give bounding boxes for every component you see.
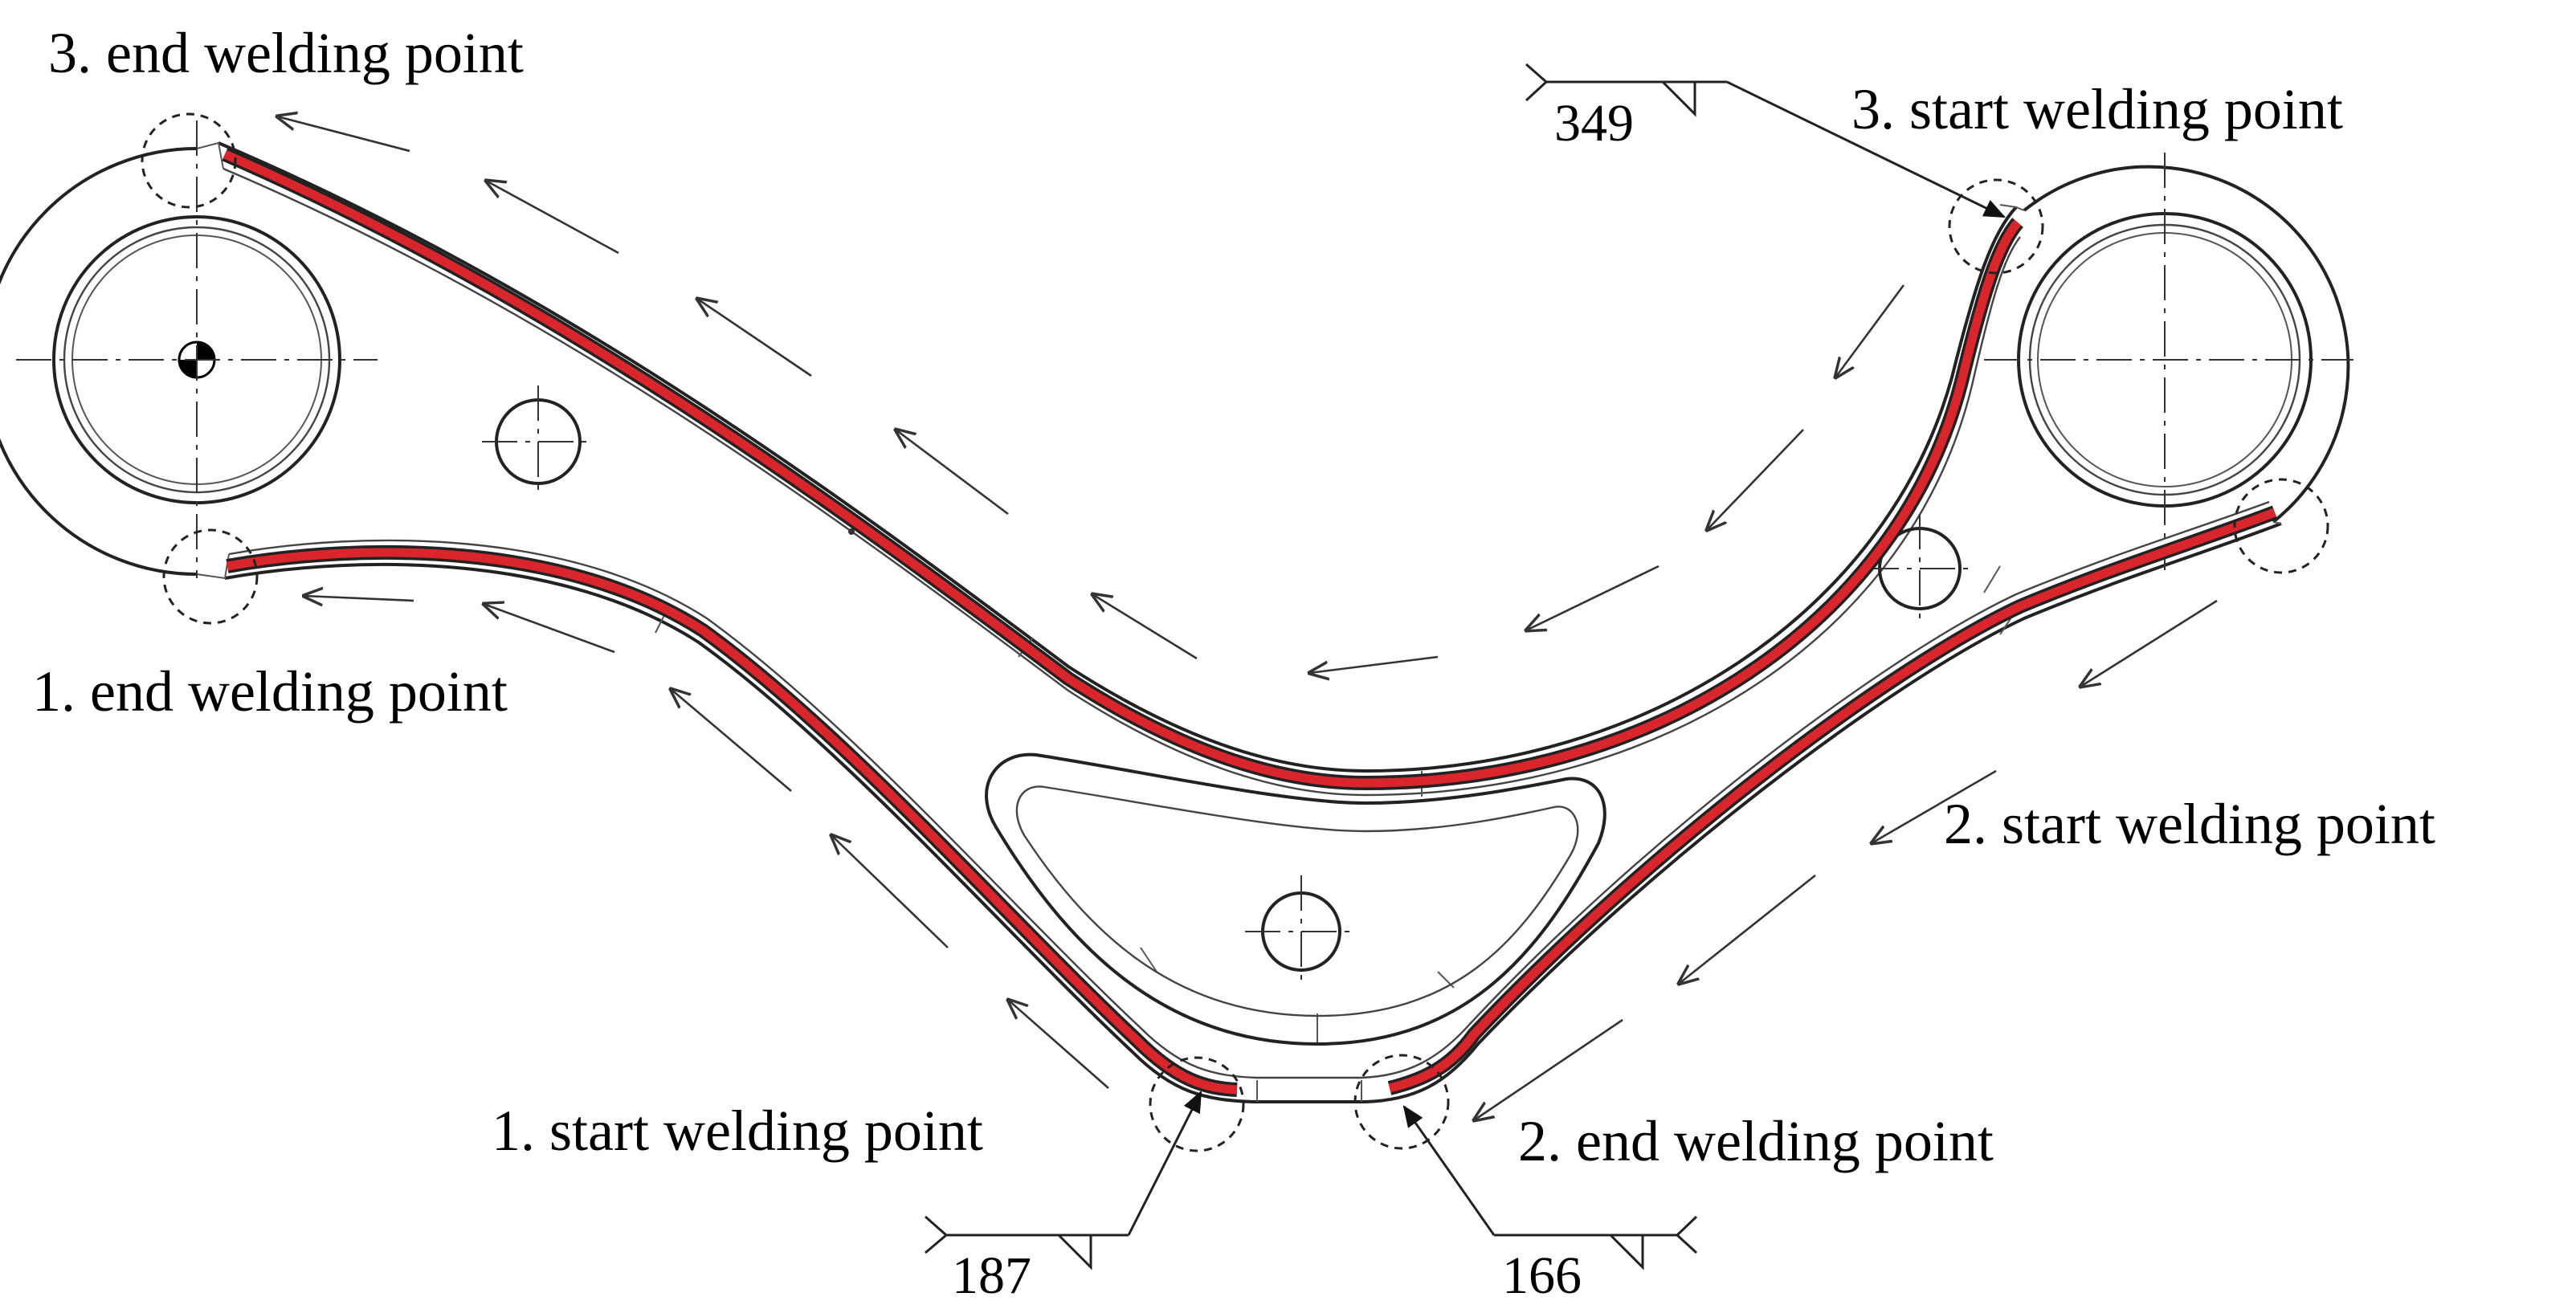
weld-symbol-bottom-right: 166 <box>1402 1105 1698 1305</box>
pocket-outer <box>985 752 1606 1046</box>
weld-symbol-bottom-left-value: 187 <box>952 1246 1031 1305</box>
start-point-3-marker <box>1948 178 2044 275</box>
label-start-welding-point-2: 2. start welding point <box>1944 792 2435 856</box>
direction-arrows <box>277 116 2218 1120</box>
weld-seam-1-fill <box>227 548 1238 1095</box>
end-point-1-marker <box>162 528 259 625</box>
left-bottom-notch <box>196 553 230 580</box>
label-start-welding-point-1: 1. start welding point <box>492 1099 983 1163</box>
right-bottom-notch <box>2272 521 2282 524</box>
weld-point-markers <box>141 112 2329 1152</box>
weld-seam-3-fill <box>222 149 2022 788</box>
label-end-welding-point-3: 3. end welding point <box>48 21 524 85</box>
weld-symbol-top-value: 349 <box>1554 94 1634 153</box>
right-eye-boss <box>2023 165 2350 524</box>
upper-arm-edge-inner <box>222 167 2021 797</box>
start-point-2-marker <box>2233 478 2329 574</box>
bottom-step <box>1256 1080 1362 1102</box>
left-eye-boss <box>0 147 198 576</box>
end-point-3-marker <box>141 112 237 209</box>
weld-symbol-bottom-left: 187 <box>925 1090 1202 1305</box>
weld-seams <box>222 147 2278 1097</box>
seam-ticks <box>655 565 2017 1044</box>
central-pocket <box>985 752 1606 1046</box>
label-end-welding-point-2: 2. end welding point <box>1518 1109 1994 1173</box>
pocket-inner <box>1015 785 1579 1017</box>
lower-arm-edge <box>224 522 2282 1103</box>
start-point-1-marker <box>1149 1056 1245 1152</box>
weld-seam-2-fill <box>1388 508 2276 1093</box>
left-top-notch <box>196 141 224 169</box>
centerlines <box>16 120 2354 988</box>
label-end-welding-point-1: 1. end welding point <box>32 659 508 724</box>
weld-seam-1 <box>226 544 1238 1097</box>
label-start-welding-point-3: 3. start welding point <box>1851 77 2343 141</box>
weld-symbol-top: 349 <box>1525 63 2007 218</box>
weld-symbol-bottom-right-value: 166 <box>1502 1246 1582 1305</box>
upper-arm-edge <box>218 141 2018 773</box>
lower-arm-edge-inner <box>228 500 2270 1079</box>
end-point-2-marker <box>1353 1054 1450 1150</box>
